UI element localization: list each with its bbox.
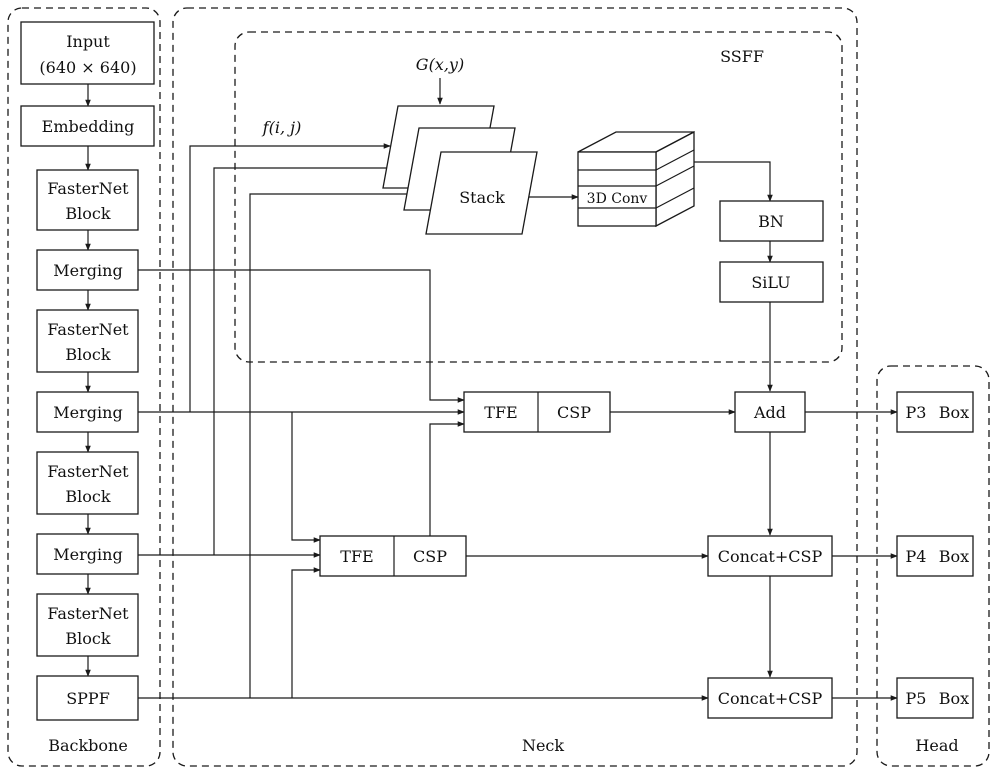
svg-text:Block: Block xyxy=(65,345,110,364)
fasternet-block-3: FasterNet Block xyxy=(36,451,139,515)
svg-text:Box: Box xyxy=(939,547,969,566)
svg-text:CSP: CSP xyxy=(413,547,447,566)
svg-text:Concat+CSP: Concat+CSP xyxy=(718,547,823,566)
svg-text:FasterNet: FasterNet xyxy=(47,604,129,623)
svg-text:Box: Box xyxy=(939,689,969,708)
merging-node-1: Merging xyxy=(36,249,139,291)
embedding-node: Embedding xyxy=(20,105,155,147)
head-group xyxy=(876,365,990,767)
stack-node: Stack xyxy=(382,105,538,235)
fasternet-block-1: FasterNet Block xyxy=(36,169,139,231)
svg-text:(640 × 640): (640 × 640) xyxy=(39,58,136,77)
tfe-csp-top: TFE CSP xyxy=(463,391,611,433)
svg-text:Block: Block xyxy=(65,487,110,506)
svg-text:Input: Input xyxy=(66,32,110,51)
backbone-label: Backbone xyxy=(48,736,128,755)
merging-node-2: Merging xyxy=(36,391,139,433)
svg-text:FasterNet: FasterNet xyxy=(47,320,129,339)
svg-text:TFE: TFE xyxy=(340,547,373,566)
svg-text:Box: Box xyxy=(939,403,969,422)
svg-text:SPPF: SPPF xyxy=(66,689,110,708)
connections xyxy=(85,78,898,701)
svg-text:P4: P4 xyxy=(906,547,927,566)
fasternet-block-2: FasterNet Block xyxy=(36,309,139,373)
fasternet-block-4: FasterNet Block xyxy=(36,593,139,657)
svg-text:P5: P5 xyxy=(906,689,927,708)
svg-text:BN: BN xyxy=(758,212,784,231)
svg-text:Concat+CSP: Concat+CSP xyxy=(718,689,823,708)
conv3d-node: 3D Conv xyxy=(577,130,695,228)
svg-text:Add: Add xyxy=(753,403,786,422)
svg-text:TFE: TFE xyxy=(484,403,517,422)
silu-node: SiLU xyxy=(719,261,824,303)
svg-text:Block: Block xyxy=(65,629,110,648)
concat-csp-bottom: Concat+CSP xyxy=(707,677,833,719)
svg-text:FasterNet: FasterNet xyxy=(47,179,129,198)
head-label: Head xyxy=(915,736,958,755)
backbone-group xyxy=(7,7,161,767)
g-xy-label: G(x,y) xyxy=(416,55,464,74)
svg-text:Merging: Merging xyxy=(53,545,122,564)
merging-node-3: Merging xyxy=(36,533,139,575)
p3-box-node: P3 Box xyxy=(896,391,974,433)
f-ij-label: f(i, j) xyxy=(262,118,302,137)
svg-text:Block: Block xyxy=(65,204,110,223)
input-node: Input (640 × 640) xyxy=(20,21,155,85)
svg-text:CSP: CSP xyxy=(557,403,591,422)
svg-text:Merging: Merging xyxy=(53,403,122,422)
ssff-group xyxy=(234,31,843,363)
svg-text:Stack: Stack xyxy=(459,188,505,207)
add-node: Add xyxy=(734,391,806,433)
neck-group xyxy=(172,7,858,767)
neck-label: Neck xyxy=(522,736,564,755)
p5-box-node: P5 Box xyxy=(896,677,974,719)
svg-text:Embedding: Embedding xyxy=(42,117,135,136)
tfe-csp-mid: TFE CSP xyxy=(319,535,467,577)
svg-text:P3: P3 xyxy=(906,403,927,422)
svg-text:Merging: Merging xyxy=(53,261,122,280)
svg-text:3D Conv: 3D Conv xyxy=(587,191,648,207)
ssff-label: SSFF xyxy=(720,47,764,66)
p4-box-node: P4 Box xyxy=(896,535,974,577)
concat-csp-mid: Concat+CSP xyxy=(707,535,833,577)
sppf-node: SPPF xyxy=(36,675,139,721)
bn-node: BN xyxy=(719,200,824,242)
svg-text:SiLU: SiLU xyxy=(751,273,790,292)
svg-text:FasterNet: FasterNet xyxy=(47,462,129,481)
